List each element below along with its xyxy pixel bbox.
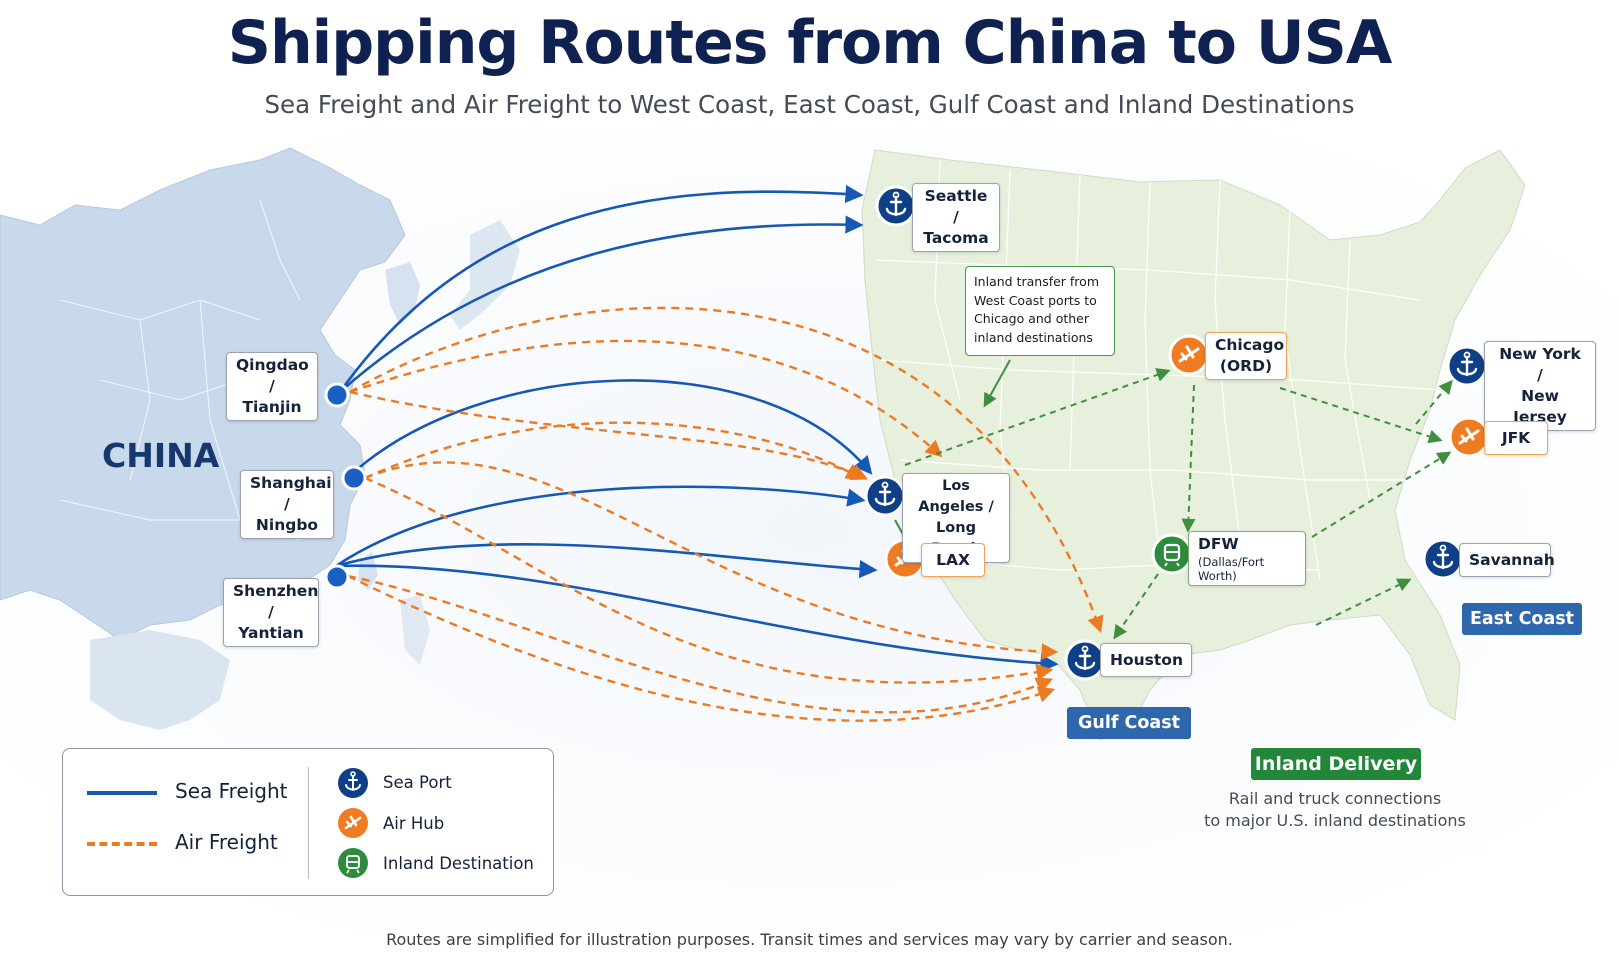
dest-houston-line1: Houston (1110, 651, 1183, 669)
air-route-qingdao-chicago-houston (349, 306, 1104, 634)
legend-air-label: Air Freight (175, 830, 278, 854)
dest-new-york-line1: New York / (1499, 345, 1581, 384)
airplane-icon-chicago (1168, 334, 1210, 376)
inland-route-jfk-nyc (1415, 379, 1453, 425)
callout-arrow (983, 359, 1011, 408)
origin-qingdao-line2: Tianjin (242, 398, 302, 416)
callout-line3: Chicago and other (974, 311, 1090, 326)
anchor-icon-seattle (875, 185, 917, 227)
dest-label-houston: Houston (1100, 643, 1192, 677)
inland-route-la-chicago (904, 368, 1171, 466)
air-route-qingdao-la (349, 339, 943, 458)
origin-shenzhen-line2: Yantian (238, 624, 304, 642)
airplane-icon (338, 808, 368, 838)
dest-seattle-line1: Seattle / (924, 187, 988, 226)
callout-line1: Inland transfer from (974, 274, 1099, 289)
callout-line2: West Coast ports to (974, 292, 1097, 308)
anchor-icon-new-york (1446, 345, 1488, 387)
dest-label-dfw: DFW (Dallas/Fort Worth) (1188, 531, 1306, 586)
train-icon-dfw (1151, 533, 1193, 575)
legend: Sea Freight Air Freight Sea Port Air Hub… (62, 748, 554, 896)
philippines-landmass (400, 595, 430, 665)
region-gulf-coast: Gulf Coast (1067, 707, 1191, 739)
inland-note-line1: Rail and truck connections (1228, 789, 1442, 808)
air-route-shanghai-houston-2 (364, 476, 1054, 684)
southeast-asia-landmass (90, 630, 230, 730)
inland-note-line2: to major U.S. inland destinations (1204, 811, 1466, 830)
legend-inland-label: Inland Destination (383, 854, 534, 873)
korea-landmass (385, 262, 420, 325)
footer-note: Routes are simplified for illustration p… (386, 930, 1233, 949)
shenzhen-dot (324, 564, 350, 590)
dest-chicago-line2: (ORD) (1219, 357, 1273, 375)
dest-seattle-line2: Tacoma (923, 229, 989, 247)
sea-route-qingdao-seattle-2 (339, 215, 864, 393)
legend-divider (308, 767, 309, 879)
page-title: Shipping Routes from China to USA (227, 8, 1393, 78)
legend-air-line (87, 842, 157, 846)
origin-label-qingdao: Qingdao / Tianjin (226, 352, 318, 421)
region-inland-delivery: Inland Delivery (1251, 748, 1421, 780)
china-label: CHINA (102, 436, 220, 475)
inland-route-dfw-houston (1113, 573, 1159, 640)
anchor-icon-los-angeles (864, 475, 906, 517)
legend-sea-line (87, 791, 157, 795)
sea-route-shenzhen-lax (335, 543, 878, 579)
legend-air-hub-label: Air Hub (383, 814, 445, 833)
air-route-shenzhen-houston (347, 574, 1054, 714)
dest-label-new-york: New York / New Jersey (1484, 341, 1596, 431)
shanghai-dot (341, 465, 367, 491)
qingdao-dot (324, 382, 350, 408)
dest-dfw-line1: DFW (1198, 535, 1239, 553)
origin-qingdao-line1: Qingdao / (236, 356, 309, 395)
page-subtitle: Sea Freight and Air Freight to West Coas… (264, 90, 1355, 119)
legend-sea-label: Sea Freight (175, 779, 288, 803)
region-east-coast: East Coast (1462, 603, 1582, 635)
callout-line4: inland destinations (974, 329, 1093, 345)
dest-label-chicago: Chicago (ORD) (1205, 332, 1287, 380)
dest-label-seattle: Seattle / Tacoma (912, 183, 1000, 252)
dest-los-angeles-line1: Los Angeles / (918, 478, 994, 515)
dest-label-savannah: Savannah (1459, 543, 1555, 577)
origin-shanghai-line2: Ningbo (255, 516, 319, 534)
origin-shanghai-line1: Shanghai / (250, 474, 332, 513)
air-route-shanghai-houston (364, 461, 1059, 660)
anchor-icon-savannah (1422, 538, 1464, 580)
dest-savannah-line1: Savannah (1469, 551, 1555, 569)
anchor-icon-houston (1064, 639, 1106, 681)
dest-label-jfk: JFK (1484, 421, 1548, 455)
sea-route-shenzhen-la (335, 485, 866, 568)
origin-label-shenzhen: Shenzhen / Yantian (223, 578, 319, 647)
dest-lax-line1: LAX (936, 551, 970, 569)
legend-sea-port-label: Sea Port (383, 773, 452, 792)
dest-label-lax: LAX (921, 543, 985, 577)
airplane-icon-jfk (1448, 416, 1490, 458)
anchor-icon (338, 768, 368, 798)
origin-label-shanghai: Shanghai / Ningbo (240, 470, 334, 539)
sea-route-shenzhen-houston (335, 564, 1059, 673)
sea-route-qingdao-seattle (338, 184, 864, 393)
sea-route-shanghai-la (352, 379, 873, 475)
dest-chicago-line1: Chicago (1215, 336, 1285, 354)
train-icon (338, 848, 368, 878)
air-route-shanghai-la (364, 421, 863, 480)
origin-shenzhen-line1: Shenzhen / (233, 582, 319, 621)
dest-dfw-line2: (Dallas/Fort Worth) (1198, 555, 1265, 583)
air-route-qingdao-lax (349, 390, 869, 481)
inland-route-chicago-dfw (1181, 384, 1196, 533)
dest-jfk-line1: JFK (1501, 429, 1531, 447)
inland-transfer-callout: Inland transfer from West Coast ports to… (965, 266, 1115, 356)
origin-dots (324, 382, 367, 590)
inland-route-dfw-jfk (1311, 451, 1452, 538)
inland-delivery-note: Rail and truck connections to major U.S.… (1170, 788, 1500, 832)
air-route-shenzhen-houston-2 (347, 574, 1056, 722)
